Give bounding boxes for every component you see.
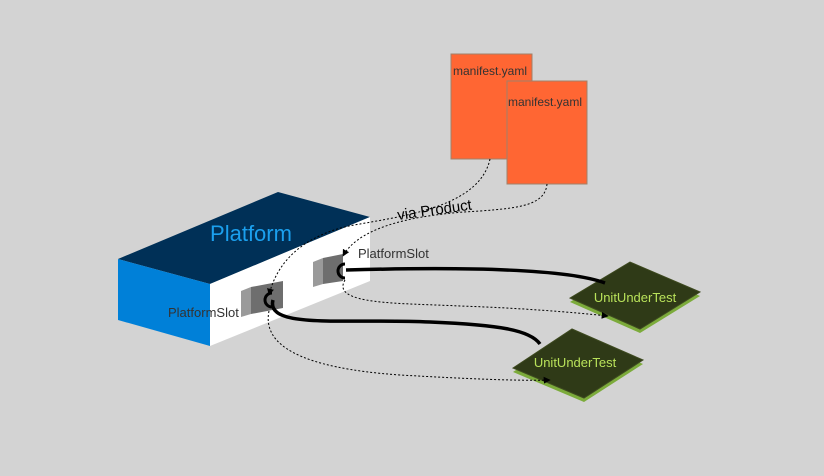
slot-2-to-unit-2-connector [270, 299, 542, 346]
manifest-document-2: manifest.yaml [506, 80, 588, 185]
platform-slot-2 [241, 281, 283, 317]
unit-under-test-2: UnitUnderTest [511, 328, 645, 402]
slot-1-to-unit-1-dotted-connector [342, 279, 609, 319]
unit-label-1: UnitUnderTest [594, 290, 677, 305]
manifest-label-2: manifest.yaml [508, 95, 582, 109]
slot-2-to-unit-2-dotted-connector [267, 310, 551, 384]
platform-label: Platform [210, 221, 292, 246]
slot-1-to-unit-1-connector [345, 266, 606, 285]
via-product-label: via Product [396, 197, 473, 224]
platform-slot-1 [313, 254, 346, 287]
platform-left-face [118, 259, 210, 346]
unit-under-test-1: UnitUnderTest [568, 261, 702, 333]
platform-slot-label-2: PlatformSlot [168, 305, 239, 320]
manifest-label-1: manifest.yaml [453, 64, 527, 78]
manifest-2-to-slot-1-connector [342, 183, 548, 257]
platform-slot-label-1: PlatformSlot [358, 246, 429, 261]
manifest-1-to-slot-2-connector [267, 158, 491, 296]
platform-top-face [118, 192, 370, 284]
unit-label-2: UnitUnderTest [534, 355, 617, 370]
